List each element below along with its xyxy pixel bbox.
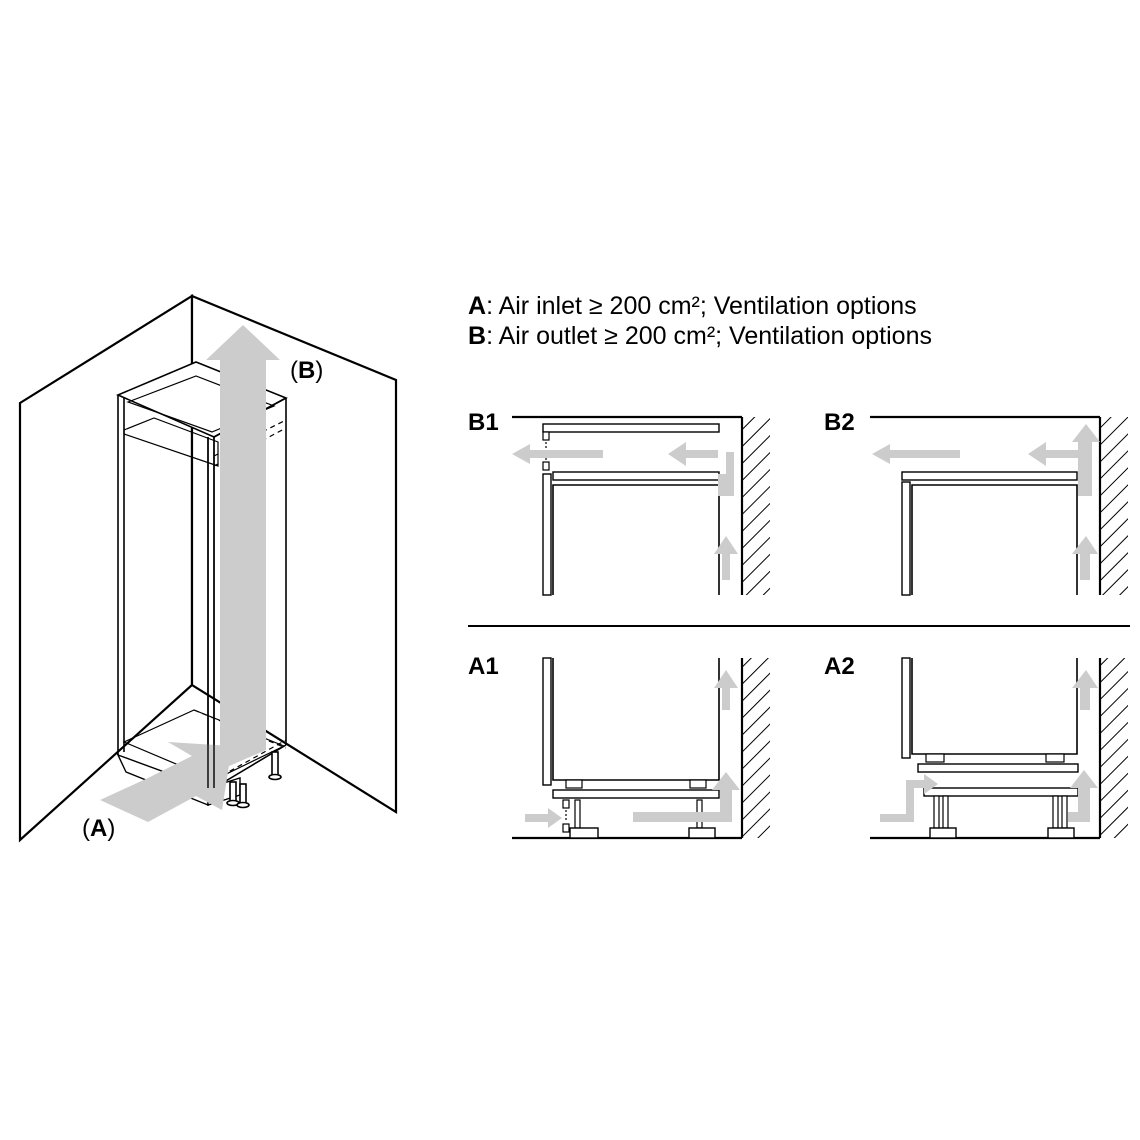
label-b-close: ): [315, 357, 323, 384]
svg-text:(B): (B): [290, 357, 323, 384]
panel-b2-label: B2: [824, 409, 855, 436]
legend-b-text: : Air outlet ≥ 200 cm²; Ventilation opti…: [486, 322, 932, 350]
outlet-arrow: [206, 325, 280, 770]
label-b-open: (: [290, 357, 298, 384]
label-b-key: B: [298, 357, 315, 384]
panel-a2: A2: [824, 653, 1128, 840]
legend-line-b: B: Air outlet ≥ 200 cm²; Ventilation opt…: [468, 322, 932, 350]
legend-a-text: : Air inlet ≥ 200 cm²; Ventilation optio…: [486, 292, 917, 320]
label-a-open: (: [82, 815, 90, 842]
cabinet-airflow-arrows: [100, 325, 280, 822]
legend-a-key: A: [468, 292, 486, 320]
panel-b1-label: B1: [468, 409, 499, 436]
panel-b1: B1: [468, 409, 770, 596]
panel-a1: A1: [468, 653, 770, 840]
panel-a1-label: A1: [468, 653, 499, 680]
svg-text:(A): (A): [82, 815, 115, 842]
label-a-key: A: [90, 815, 107, 842]
label-a-close: ): [107, 815, 115, 842]
legend-line-a: A: Air inlet ≥ 200 cm²; Ventilation opti…: [468, 292, 917, 320]
cabinet-illustration: (A) (B): [18, 294, 398, 843]
panel-b2: B2: [824, 409, 1128, 596]
panel-a2-label: A2: [824, 653, 855, 680]
legend-b-key: B: [468, 322, 486, 350]
